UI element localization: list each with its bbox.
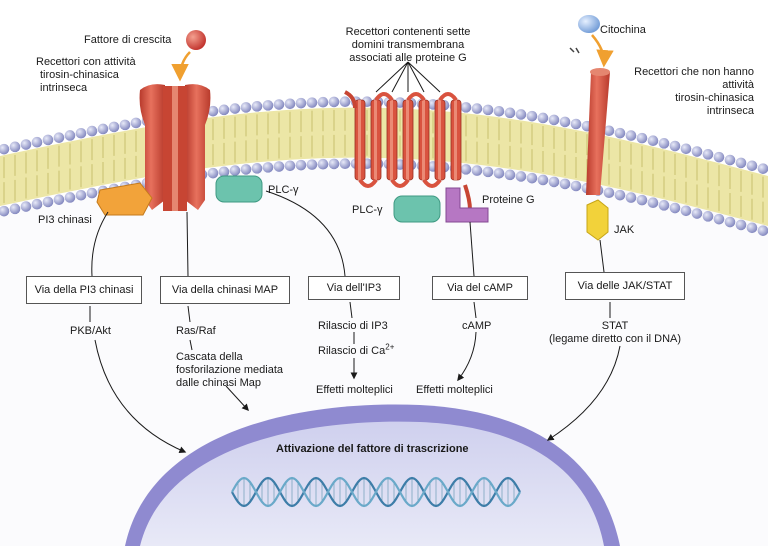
plc-gamma-left-shape bbox=[215, 175, 263, 203]
ip3-release-label: Rilascio di IP3 bbox=[318, 320, 388, 332]
gpcr-label-leaders bbox=[375, 61, 441, 93]
rtk-label-line2: tirosin-chinasica bbox=[40, 69, 119, 81]
plc-gamma-right-shape bbox=[393, 195, 441, 223]
gpcr-receptor bbox=[354, 92, 462, 188]
ca-superscript: 2+ bbox=[385, 342, 395, 352]
gpcr-label-line1: Recettori contenenti sette bbox=[345, 26, 471, 38]
pathway-box-pi3k: Via della PI3 chinasi bbox=[26, 276, 142, 304]
cytokine-receptor-label-line3: tirosin-chinasica bbox=[675, 92, 754, 104]
map-cascade-line2: fosforilazione mediata bbox=[176, 364, 284, 376]
gpcr-label-line2: domini transmembrana bbox=[351, 39, 465, 51]
g-protein-shape bbox=[445, 187, 489, 223]
pathway-box-camp: Via del cAMP bbox=[432, 276, 528, 300]
rtk-label-line3: intrinseca bbox=[40, 82, 88, 94]
growth-factor-icon bbox=[186, 30, 206, 50]
ras-raf-label: Ras/Raf bbox=[176, 325, 216, 337]
cytokine-label: Citochina bbox=[600, 24, 646, 36]
cytokine-receptor-label-line4: intrinseca bbox=[706, 105, 754, 117]
pathway-arrows bbox=[94, 331, 621, 454]
rtk-receptor bbox=[139, 84, 211, 211]
gpcr-n-terminus bbox=[344, 90, 357, 109]
pkb-akt-label: PKB/Akt bbox=[70, 325, 111, 337]
growth-factor-binding-arrow bbox=[171, 51, 191, 82]
g-protein-label: Proteine G bbox=[482, 194, 535, 206]
jak-label: JAK bbox=[614, 224, 635, 236]
jak-shape bbox=[586, 199, 609, 241]
pathway-box-map-kinase: Via della chinasi MAP bbox=[160, 276, 290, 304]
camp-label: cAMP bbox=[462, 320, 492, 332]
pathway-box-ip3: Via dell'IP3 bbox=[308, 276, 400, 300]
cytokine-binding-arrow bbox=[591, 34, 614, 68]
stat-label: STAT bbox=[601, 320, 629, 332]
cytoplasm bbox=[0, 153, 768, 546]
nucleus-label: Attivazione del fattore di trascrizione bbox=[276, 443, 469, 455]
map-cascade-line3: dalle chinasi Map bbox=[176, 377, 261, 389]
pathway-connectors bbox=[89, 190, 611, 351]
map-cascade-line1: Cascata della bbox=[176, 351, 243, 363]
stat-dna-binding-label: (legame diretto con il DNA) bbox=[548, 333, 682, 345]
gpcr-label-line3: associati alle proteine G bbox=[349, 52, 467, 64]
cytokine-receptor-label-line1: Recettori che non hanno bbox=[634, 66, 754, 78]
ca-release-label: Rilascio di Ca2+ bbox=[318, 342, 395, 357]
plc-gamma-right-label: PLC-γ bbox=[352, 204, 383, 216]
cytokine-marks bbox=[569, 47, 580, 54]
cytokine-receptor-label-line2: attività bbox=[722, 79, 754, 91]
rtk-label-line1: Recettori con attività bbox=[36, 56, 136, 68]
plc-gamma-left-label: PLC-γ bbox=[268, 184, 299, 196]
cytokine-icon bbox=[578, 15, 600, 33]
pathway-box-jak-stat: Via delle JAK/STAT bbox=[565, 272, 685, 300]
camp-effects-label: Effetti molteplici bbox=[416, 384, 493, 396]
dna-helix-icon bbox=[231, 476, 521, 508]
ip3-effects-label: Effetti molteplici bbox=[316, 384, 393, 396]
growth-factor-label: Fattore di crescita bbox=[84, 34, 172, 46]
pi3-kinase-shape bbox=[96, 182, 153, 216]
pi3-kinase-label: PI3 chinasi bbox=[38, 214, 92, 226]
cytokine-receptor bbox=[586, 68, 610, 195]
